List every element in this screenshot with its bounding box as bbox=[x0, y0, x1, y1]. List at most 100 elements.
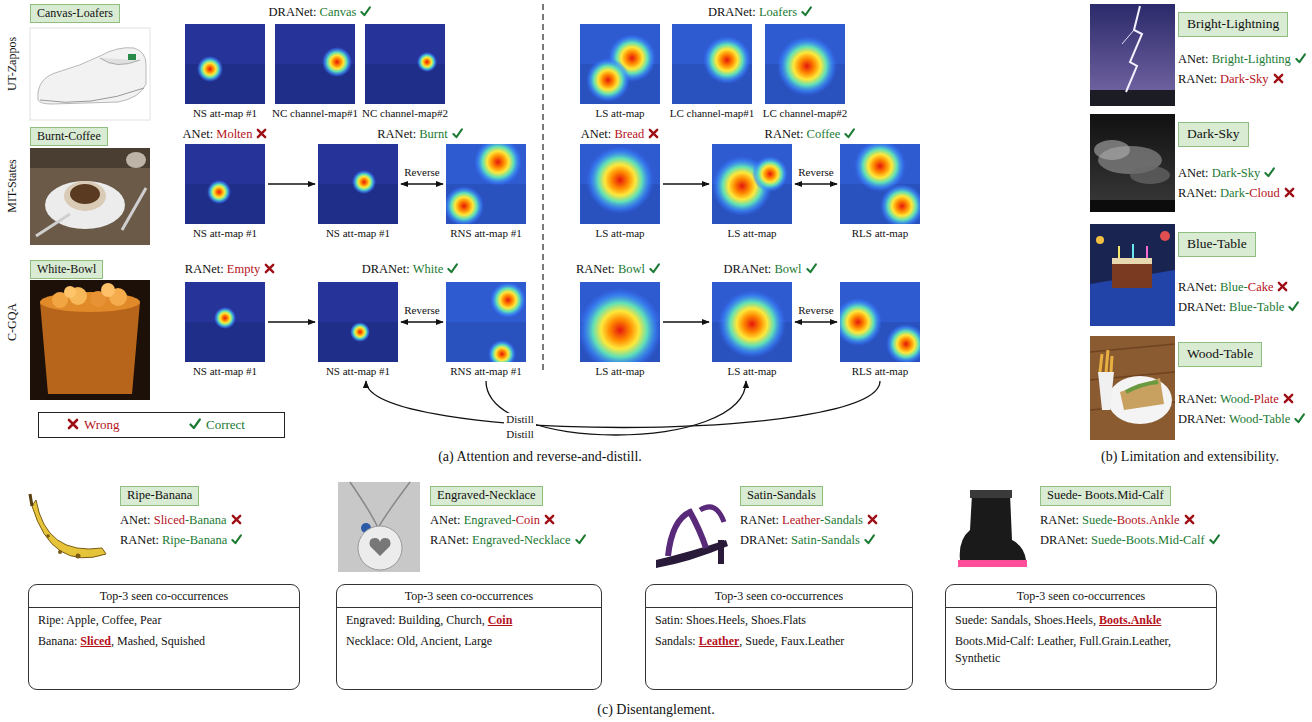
edge-label-text: Reverse bbox=[798, 304, 833, 316]
prediction-text: RANet: bbox=[765, 127, 804, 141]
label-box: Canvas-Loafers bbox=[30, 4, 120, 23]
prediction-text: Sliced bbox=[154, 513, 185, 527]
attention-map: NS att-map #1 bbox=[185, 144, 265, 240]
prediction-text: Dark- bbox=[1220, 186, 1249, 200]
caption-row: RLS att-map bbox=[840, 365, 920, 378]
co-occurrence-box: Top-3 seen co-occurrencesSatin: Shoes.He… bbox=[645, 584, 913, 690]
prediction-text: DRANet: bbox=[362, 262, 410, 276]
prediction-text: Cake bbox=[1248, 280, 1274, 294]
prediction-text: RANet: bbox=[1178, 280, 1217, 294]
cross-mark bbox=[867, 514, 878, 525]
map-caption: NS att-map #1 bbox=[326, 227, 390, 239]
prediction-line: RANet:Leather-Sandals bbox=[740, 513, 878, 528]
heatmap bbox=[580, 24, 660, 104]
cross-mark bbox=[1284, 187, 1295, 198]
prediction-line: RANet:Dark-Cloud bbox=[1178, 186, 1295, 201]
box-heading: Top-3 seen co-occurrences bbox=[405, 589, 533, 603]
box-text: Suede: Sandals, Shoes.Heels, bbox=[955, 613, 1096, 627]
map-caption: LS att-map bbox=[595, 107, 644, 119]
attention-map: RNS att-map #1 bbox=[446, 144, 526, 240]
prediction-text: Cloud bbox=[1249, 186, 1280, 200]
prediction-text: DRANet: bbox=[1178, 300, 1226, 314]
heat-blob bbox=[718, 290, 786, 358]
heatmap bbox=[840, 144, 920, 224]
bowl-photo bbox=[30, 280, 150, 400]
map-caption: NS att-map #1 bbox=[193, 227, 257, 239]
co-occurrence-box: Top-3 seen co-occurrencesRipe: Apple, Co… bbox=[28, 584, 300, 690]
check-stroke bbox=[1210, 535, 1219, 543]
check-stroke bbox=[362, 7, 371, 15]
cross-mark bbox=[67, 418, 79, 430]
caption-row: LC channel-map#2 bbox=[762, 107, 849, 120]
prediction-line: ANet:Molten bbox=[183, 127, 268, 142]
prediction-line: DRANet:Suede-Boots.Mid-Calf bbox=[1040, 533, 1220, 548]
prediction-text: DRANet: bbox=[269, 5, 317, 19]
prediction-text: ANet: bbox=[1178, 52, 1209, 66]
box-text: Boots.Mid-Calf: Leather, Full.Grain.Leat… bbox=[955, 634, 1171, 665]
heat-blob bbox=[586, 58, 630, 102]
co-occurrence-box: Top-3 seen co-occurrencesSuede: Sandals,… bbox=[945, 584, 1217, 690]
prediction-text: Burnt bbox=[419, 127, 447, 141]
check-mark bbox=[801, 6, 812, 17]
caption-row: LS att-map bbox=[580, 107, 660, 120]
check-stroke bbox=[1296, 54, 1305, 62]
check-mark bbox=[1209, 534, 1220, 545]
caption-row: LS att-map bbox=[712, 365, 792, 378]
coffee-photo bbox=[30, 148, 150, 245]
cross-stroke bbox=[1285, 395, 1292, 402]
box-text: Banana: bbox=[38, 634, 77, 648]
prediction-text: DRANet: bbox=[723, 262, 771, 276]
legend-box: Wrong Correct bbox=[38, 412, 285, 438]
attention-map: LS att-map bbox=[580, 282, 660, 378]
connector bbox=[795, 321, 837, 322]
label-box: Burnt-Coffee bbox=[30, 127, 108, 146]
map-caption: RNS att-map #1 bbox=[450, 227, 522, 239]
check-mark bbox=[231, 534, 242, 545]
prediction-text: Engraved-Necklace bbox=[472, 533, 571, 547]
box-line: Banana:Sliced, Mashed, Squished bbox=[29, 629, 299, 650]
edge-label-text: Reverse bbox=[404, 166, 439, 178]
map-caption: LS att-map bbox=[595, 365, 644, 377]
prediction-line: RANet:Coffee bbox=[765, 127, 856, 142]
prediction-text: DRANet: bbox=[1178, 412, 1226, 426]
prediction-line: DRANet:Bowl bbox=[723, 262, 816, 277]
prediction-text: ANet: bbox=[581, 127, 612, 141]
heat-blob bbox=[840, 298, 882, 346]
cross-stroke bbox=[546, 516, 553, 523]
heatmap-ground bbox=[318, 282, 398, 362]
caption-row: NS att-map #1 bbox=[185, 365, 265, 378]
prediction-text: Empty bbox=[227, 262, 260, 276]
row-label: C-GQA bbox=[5, 303, 19, 341]
box-line: Ripe: Apple, Coffee, Pear bbox=[29, 608, 299, 629]
label-box: Dark-Sky bbox=[1178, 122, 1249, 147]
prediction-text: RANet: bbox=[377, 127, 416, 141]
prediction-text: Dark-Sky bbox=[1212, 166, 1261, 180]
attention-map: NS att-map #1 bbox=[185, 282, 265, 378]
heat-blob bbox=[352, 170, 376, 194]
caption-row: NS att-map #1 bbox=[318, 365, 398, 378]
heatmap-ground bbox=[185, 24, 265, 104]
caption-row: NC channel-map#2 bbox=[361, 107, 449, 120]
check-mark bbox=[806, 263, 817, 274]
legend-item: Wrong bbox=[67, 417, 120, 433]
box-header: Top-3 seen co-occurrences bbox=[646, 585, 912, 608]
heat-blob bbox=[777, 36, 837, 96]
heatmap bbox=[712, 282, 792, 362]
legend-item: Correct bbox=[189, 417, 245, 433]
box-label: Wood-Table bbox=[1187, 346, 1253, 361]
caption-row: LC channel-map#1 bbox=[669, 107, 756, 120]
heatmap-shade bbox=[185, 64, 265, 104]
prediction-text: Leather bbox=[782, 513, 820, 527]
heatmap bbox=[446, 282, 526, 362]
edge-label: Reverse bbox=[796, 166, 835, 179]
prediction-line: DRANet:Satin-Sandals bbox=[740, 533, 875, 548]
prediction-text: DRANet: bbox=[1040, 533, 1088, 547]
check-stroke bbox=[449, 264, 458, 272]
prediction-text: ANet: bbox=[120, 513, 151, 527]
heat-blob bbox=[350, 322, 370, 342]
box-line: Satin: Shoes.Heels, Shoes.Flats bbox=[646, 608, 912, 629]
edge-label: Distill bbox=[504, 413, 536, 426]
prediction-text: Plate bbox=[1254, 392, 1279, 406]
box-heading: Top-3 seen co-occurrences bbox=[1017, 589, 1145, 603]
